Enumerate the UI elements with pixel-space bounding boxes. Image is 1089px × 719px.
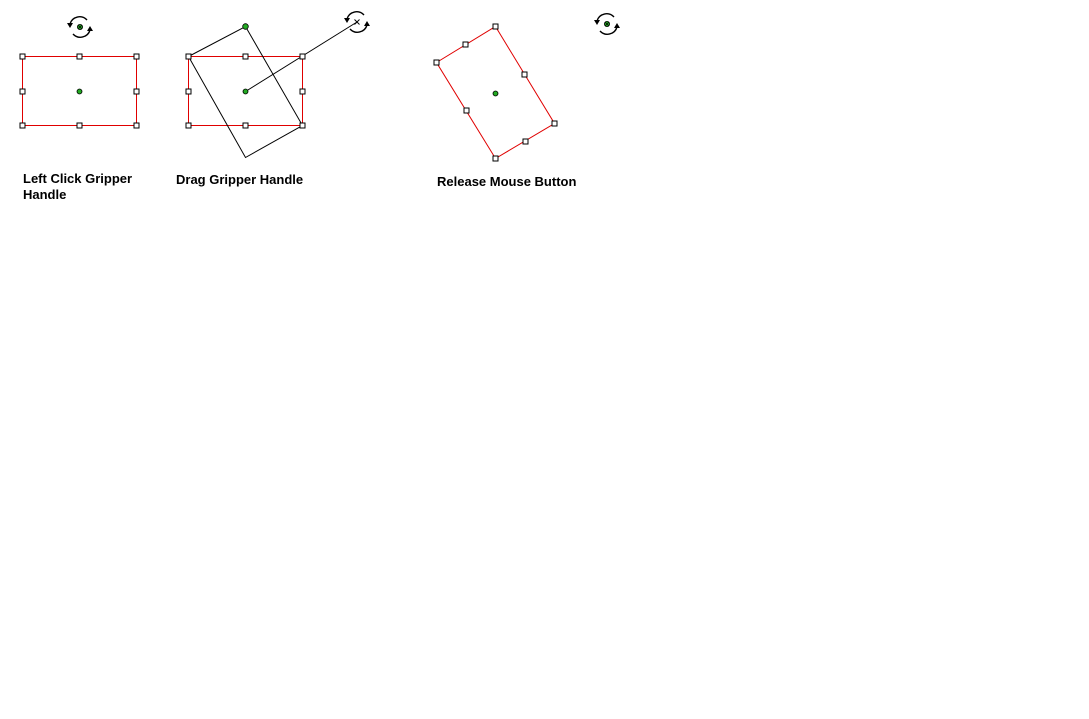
resize-handle-icon bbox=[299, 88, 306, 95]
ghost-rotate-point-icon bbox=[242, 23, 249, 30]
rotate-gripper-icon[interactable] bbox=[594, 13, 620, 35]
center-point-icon bbox=[76, 88, 83, 95]
step3-caption: Release Mouse Button bbox=[437, 174, 577, 189]
resize-handle-icon bbox=[551, 120, 558, 127]
resize-handle-icon bbox=[133, 122, 140, 129]
resize-handle-icon bbox=[133, 88, 140, 95]
center-point-icon bbox=[492, 90, 499, 97]
resize-handle-icon bbox=[185, 53, 192, 60]
rotate-gripper-icon[interactable] bbox=[344, 11, 370, 33]
resize-handle-icon bbox=[433, 59, 440, 66]
resize-handle-icon bbox=[19, 53, 26, 60]
resize-handles bbox=[185, 53, 306, 129]
resize-handle-icon bbox=[133, 53, 140, 60]
resize-handle-icon bbox=[521, 71, 528, 78]
step1-figure bbox=[19, 16, 140, 129]
resize-handle-icon bbox=[492, 23, 499, 30]
resize-handle-icon bbox=[299, 122, 306, 129]
resize-handle-icon bbox=[463, 107, 470, 114]
rotate-gripper-icon[interactable] bbox=[67, 16, 93, 38]
ghost-rotated-outline bbox=[187, 25, 304, 159]
resize-handle-icon bbox=[522, 138, 529, 145]
step2-caption: Drag Gripper Handle bbox=[176, 172, 304, 187]
resize-handles bbox=[433, 23, 558, 162]
resize-handle-icon bbox=[19, 88, 26, 95]
center-point-icon bbox=[242, 88, 249, 95]
step2-figure bbox=[185, 11, 370, 159]
resize-handle-icon bbox=[76, 122, 83, 129]
resize-handle-icon bbox=[242, 122, 249, 129]
resize-handle-icon bbox=[19, 122, 26, 129]
resize-handle-icon bbox=[299, 53, 306, 60]
resize-handle-icon bbox=[185, 88, 192, 95]
resize-handle-icon bbox=[462, 41, 469, 48]
step3-figure bbox=[433, 13, 620, 162]
resize-handle-icon bbox=[76, 53, 83, 60]
resize-handle-icon bbox=[185, 122, 192, 129]
resize-handle-icon bbox=[242, 53, 249, 60]
step1-caption: Left Click Gripper Handle bbox=[23, 171, 133, 202]
resize-handle-icon bbox=[492, 155, 499, 162]
resize-handles bbox=[19, 53, 140, 129]
